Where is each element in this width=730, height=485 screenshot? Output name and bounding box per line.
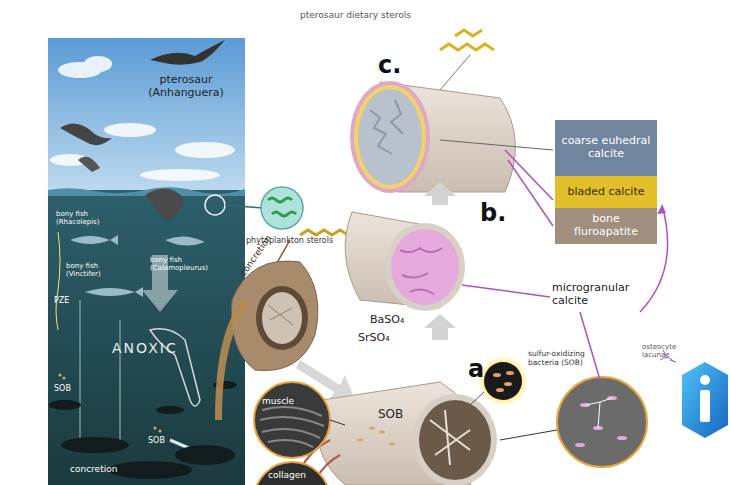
zone-label: ANOXIC <box>112 340 178 356</box>
bacteria-label: sulfur-oxidizing bacteria (SOB) <box>528 350 606 367</box>
sterol-label: pterosaur dietary sterols <box>300 10 411 20</box>
bacteria-label: SOB <box>54 384 71 393</box>
mineral-layer-band: bladed calcite <box>555 176 657 208</box>
mineral-layer-band: bone fluroapatite <box>555 208 657 244</box>
species-label: pterosaur (Anhanguera) <box>146 74 226 99</box>
species-label: bony fish (Rhacolepis) <box>56 210 120 226</box>
bacteria-label: SOB <box>378 408 403 422</box>
bacteria-label: SOB <box>148 436 165 445</box>
layer-label: bone fluroapatite <box>555 210 657 241</box>
concretion-label: concretion <box>70 464 117 474</box>
zone-label: PZE <box>54 296 69 305</box>
stage-letter: a. <box>468 356 493 384</box>
stage-letter: c. <box>378 52 401 80</box>
mineral-layer-band: coarse euhedral calcite <box>555 120 657 176</box>
mineral-label: microgranular calcite <box>552 282 652 307</box>
mineral-label: BaSO₄ <box>370 314 404 327</box>
layer-label: bladed calcite <box>561 183 650 202</box>
species-label: bony fish (Vinctifer) <box>66 262 124 278</box>
mineral-label: SrSO₄ <box>358 332 390 345</box>
tissue-label: muscle <box>262 396 294 406</box>
tissue-label: collagen <box>268 470 306 480</box>
stage-letter: b. <box>480 200 506 228</box>
tissue-label: osteocyte lacunae <box>642 343 686 359</box>
layer-label: coarse euhedral calcite <box>555 132 657 163</box>
species-label: bony fish (Calamopleurus) <box>150 256 228 272</box>
